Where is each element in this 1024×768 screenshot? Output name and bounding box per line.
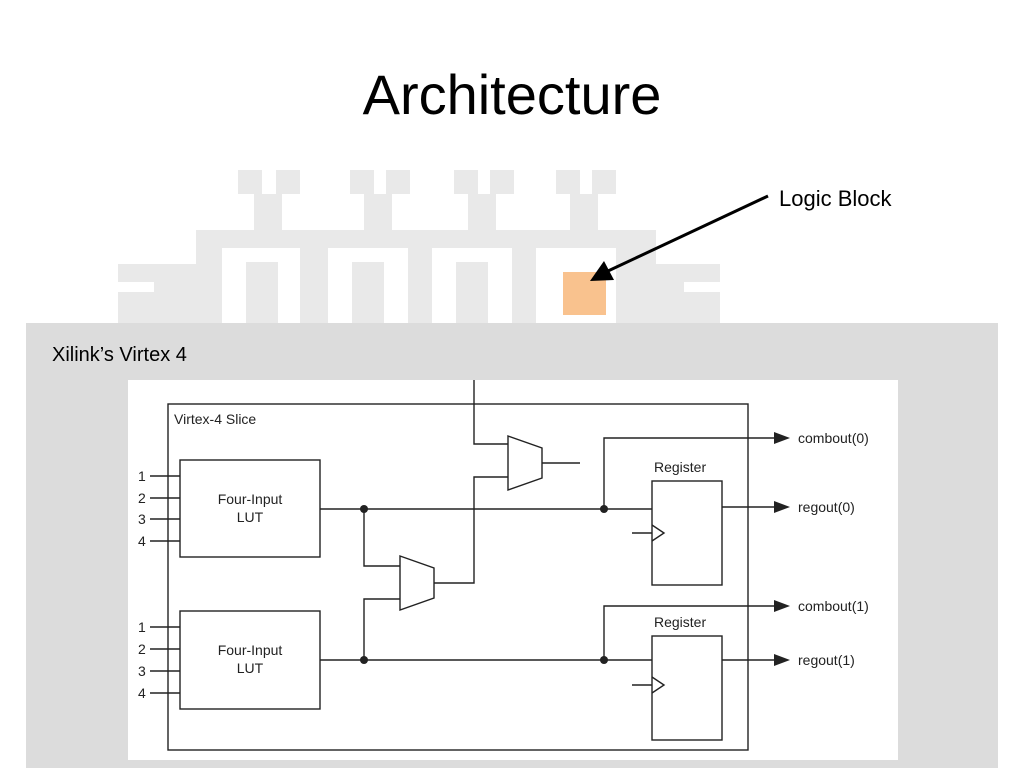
- output-regout0: regout(0): [798, 499, 855, 515]
- fpga-grid: [118, 170, 720, 324]
- output-regout1: regout(1): [798, 652, 855, 668]
- slice-label: Virtex-4 Slice: [174, 411, 256, 427]
- arrowhead-combout0: [774, 432, 790, 444]
- lut-bottom-input: 3: [138, 663, 146, 679]
- virtex4-slice-diagram: Virtex-4 Slice Four-Input LUT 1 2 3 4 Fo…: [128, 380, 898, 760]
- lut-bottom: [179, 610, 321, 710]
- lut-top-label-line1: Four-Input: [218, 491, 283, 507]
- arrowhead-regout0: [774, 501, 790, 513]
- lut-top-input: 3: [138, 511, 146, 527]
- junction-dot: [360, 505, 368, 513]
- output-combout0: combout(0): [798, 430, 869, 446]
- lut-top-input: 2: [138, 490, 146, 506]
- junction-dot: [600, 505, 608, 513]
- mux-lower: [399, 555, 435, 611]
- arrowhead-combout1: [774, 600, 790, 612]
- mux-upper: [507, 435, 543, 491]
- logic-block-label: Logic Block: [779, 186, 892, 211]
- lut-bottom-label-line2: LUT: [237, 660, 264, 676]
- junction-dot: [600, 656, 608, 664]
- callout-arrow: [607, 194, 769, 273]
- register-bottom: [651, 635, 723, 741]
- panel-caption: Xilink’s Virtex 4: [52, 344, 187, 366]
- lut-top: [179, 459, 321, 558]
- lut-bottom-input: 2: [138, 641, 146, 657]
- lut-bottom-input: 1: [138, 619, 146, 635]
- slide-title: Architecture: [362, 63, 662, 126]
- lut-top-input: 4: [138, 533, 146, 549]
- arrowhead-regout1: [774, 654, 790, 666]
- junction-dot: [360, 656, 368, 664]
- register-top-label: Register: [654, 459, 706, 475]
- callout-arrowhead: [590, 261, 614, 281]
- slice-boundary: [167, 403, 749, 751]
- register-top: [651, 480, 723, 586]
- register-bottom-label: Register: [654, 614, 706, 630]
- lut-top-label-line2: LUT: [237, 509, 264, 525]
- output-combout1: combout(1): [798, 598, 869, 614]
- lut-top-input: 1: [138, 468, 146, 484]
- lut-bottom-input: 4: [138, 685, 146, 701]
- lut-bottom-label-line1: Four-Input: [218, 642, 283, 658]
